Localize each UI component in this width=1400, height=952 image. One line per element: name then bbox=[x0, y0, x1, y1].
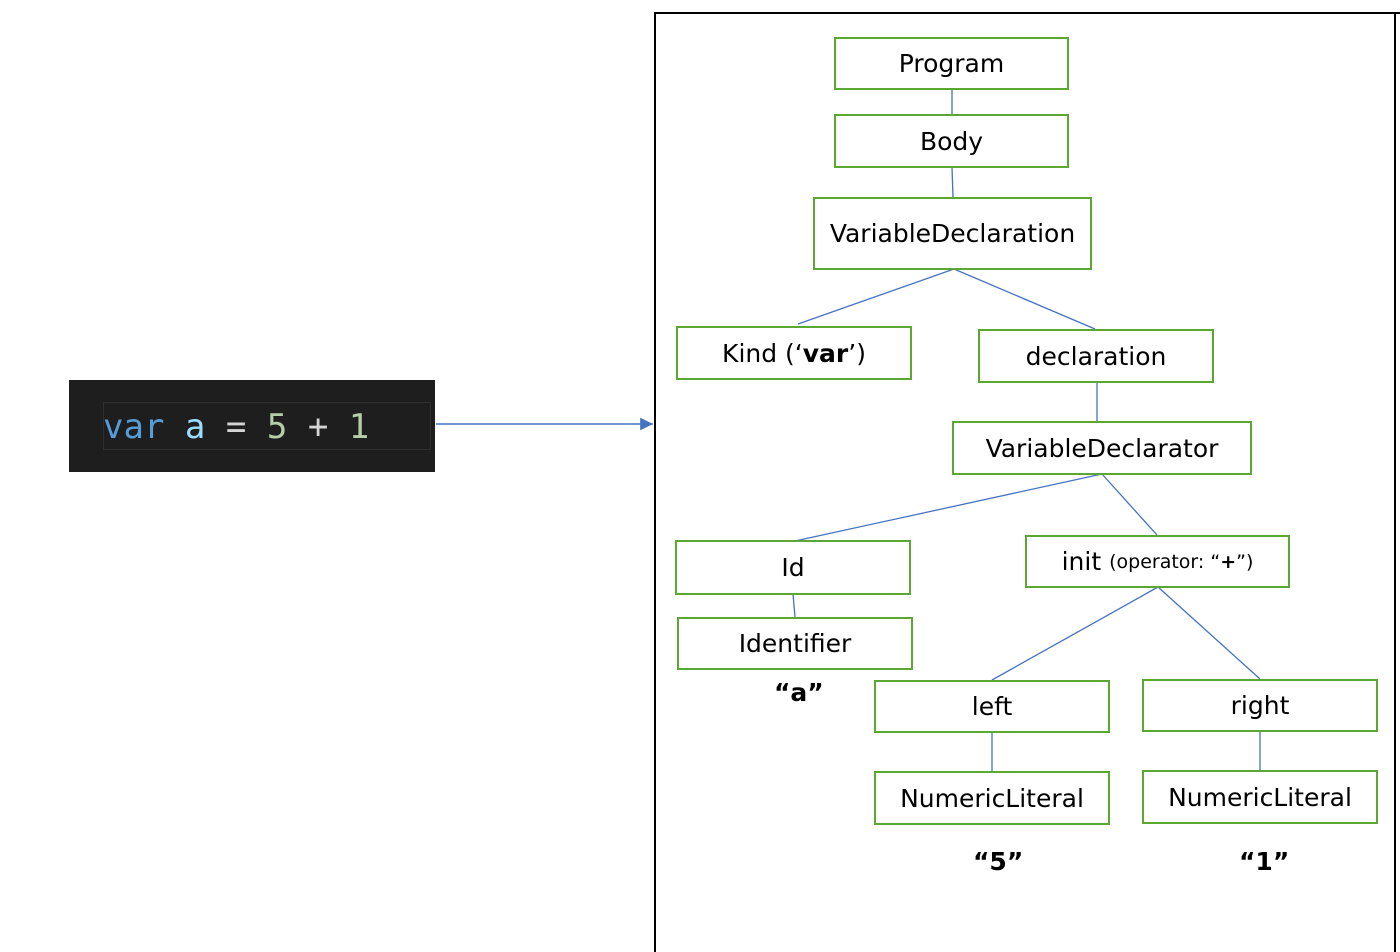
identifier-node: Identifier bbox=[677, 617, 913, 670]
left-literal-value-label: “5” bbox=[973, 847, 1024, 876]
diagram-connectors bbox=[436, 89, 1261, 771]
assignment-operator-token: = bbox=[225, 407, 247, 447]
identifier-value-label: “a” bbox=[774, 678, 824, 707]
kind-node: Kind (‘var’) bbox=[676, 326, 912, 380]
code-line: var a = 5 + 1 bbox=[103, 404, 369, 450]
declarator-id-link bbox=[794, 473, 1103, 542]
variable-declarator-node: VariableDeclarator bbox=[952, 421, 1252, 475]
left-number-token: 5 bbox=[266, 407, 288, 447]
variable-declaration-node: VariableDeclaration bbox=[813, 197, 1092, 270]
code-editor-panel: var a = 5 + 1 bbox=[69, 380, 435, 472]
left-node: left bbox=[874, 680, 1110, 733]
left-numeric-literal-node: NumericLiteral bbox=[874, 771, 1110, 825]
right-number-token: 1 bbox=[348, 407, 370, 447]
init-right-link bbox=[1157, 586, 1261, 680]
right-node: right bbox=[1142, 679, 1378, 732]
declaration-kind-link bbox=[797, 268, 955, 325]
body-declaration-link bbox=[951, 166, 954, 199]
declaration-node: declaration bbox=[978, 329, 1214, 383]
body-node: Body bbox=[834, 114, 1069, 168]
identifier-token: a bbox=[184, 407, 206, 447]
ast-frame bbox=[654, 12, 1400, 952]
plus-operator-token: + bbox=[307, 407, 329, 447]
id-identifier-link bbox=[792, 593, 796, 618]
declarator-init-link bbox=[1101, 473, 1158, 536]
current-line-highlight bbox=[103, 402, 431, 450]
right-literal-value-label: “1” bbox=[1239, 847, 1290, 876]
declaration-child-link bbox=[953, 268, 1096, 330]
program-node: Program bbox=[834, 37, 1069, 90]
init-left-link bbox=[991, 586, 1159, 681]
id-node: Id bbox=[675, 540, 911, 595]
init-node: init (operator: “+”) bbox=[1025, 535, 1290, 588]
right-numeric-literal-node: NumericLiteral bbox=[1142, 770, 1378, 824]
keyword-token: var bbox=[103, 407, 165, 447]
